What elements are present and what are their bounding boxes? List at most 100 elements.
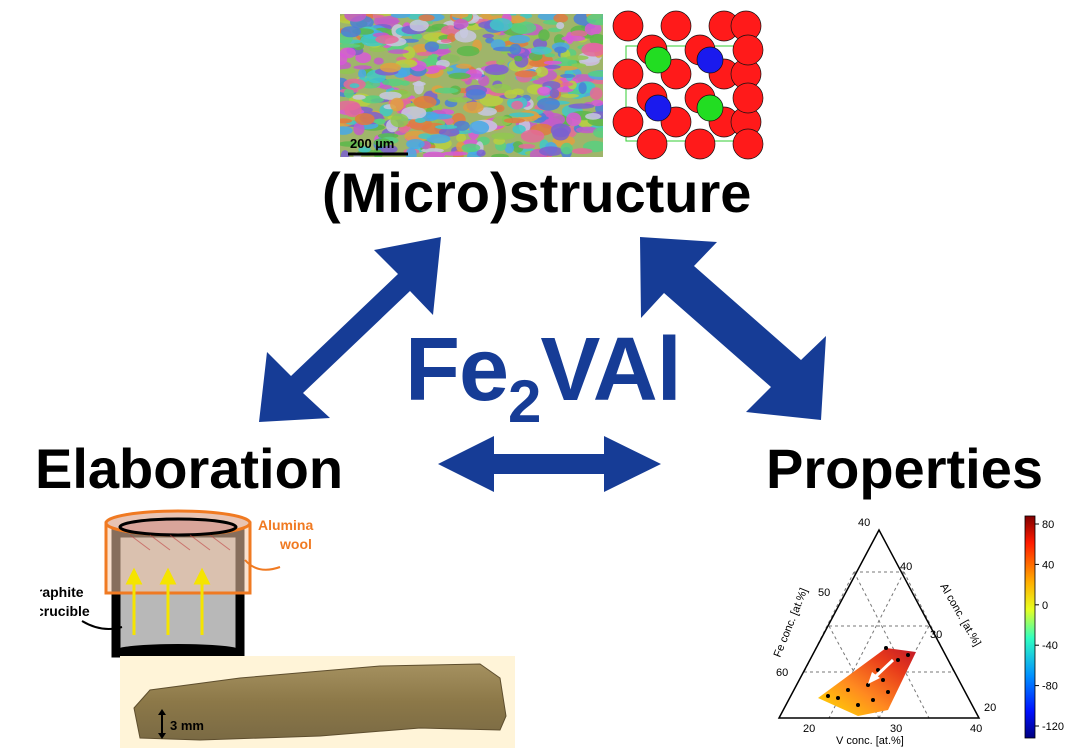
- heat-flow-arrows: [125, 567, 211, 635]
- grain: [537, 97, 560, 111]
- graphite-label-1: Graphite: [40, 584, 84, 600]
- grain: [340, 126, 353, 135]
- al-atom: [644, 46, 672, 74]
- grain: [545, 114, 554, 125]
- colorbar-tick-label: -40: [1042, 640, 1058, 652]
- grain: [493, 46, 517, 52]
- grain: [476, 149, 486, 157]
- grain: [593, 127, 603, 138]
- ebsd-micrograph: 200 µm: [340, 14, 603, 157]
- grain: [382, 78, 405, 87]
- grain: [349, 83, 360, 89]
- grain: [453, 18, 469, 29]
- grain: [504, 89, 518, 99]
- grain-map: [340, 14, 603, 157]
- grain: [513, 55, 523, 62]
- grain: [496, 59, 505, 65]
- grain: [584, 22, 602, 36]
- grain: [461, 143, 481, 153]
- grain: [510, 21, 537, 34]
- grain: [463, 101, 484, 114]
- fe-atom: [732, 82, 764, 114]
- v-atom: [696, 46, 724, 74]
- alumina-label-1: Alumina: [258, 517, 313, 533]
- grain: [424, 41, 439, 52]
- grain: [355, 52, 372, 64]
- grain: [398, 125, 410, 133]
- ternary-diagram: 40 50 60 40 30 20 20 30 40 Fe conc. [at.…: [772, 517, 997, 747]
- fe-atom: [684, 128, 716, 160]
- micrograph-scale-text: 200 µm: [350, 136, 394, 151]
- grain: [395, 59, 418, 68]
- v-tick-30: 30: [890, 723, 902, 735]
- grain: [380, 145, 398, 154]
- grain: [589, 87, 603, 100]
- grain: [372, 119, 385, 124]
- colorbar-tick-label: 80: [1042, 519, 1054, 531]
- grain: [560, 73, 576, 78]
- grain: [358, 146, 371, 153]
- grain: [571, 63, 587, 68]
- grain: [434, 87, 459, 94]
- alumina-label-2: wool: [279, 536, 312, 552]
- grain: [549, 88, 560, 99]
- grain: [422, 151, 445, 157]
- grain: [561, 82, 574, 87]
- grain: [478, 75, 490, 87]
- properties-title: Properties: [766, 437, 1043, 500]
- grain: [455, 63, 472, 69]
- grain: [416, 51, 433, 56]
- grain: [375, 35, 399, 44]
- grain: [490, 83, 512, 94]
- grain: [514, 70, 538, 78]
- colorbar-tick-label: -80: [1042, 681, 1058, 693]
- grain: [465, 89, 486, 100]
- ternary-heatmap: [818, 648, 916, 716]
- ternary-frame: [777, 528, 981, 719]
- grain: [491, 153, 509, 157]
- grain: [512, 124, 526, 134]
- fe-atom: [612, 10, 644, 42]
- grain: [568, 103, 595, 109]
- grain: [426, 113, 453, 120]
- grain: [344, 14, 367, 22]
- grain: [550, 123, 571, 138]
- grain: [402, 46, 416, 60]
- grain: [479, 93, 504, 107]
- grain: [352, 94, 366, 100]
- grain: [409, 19, 429, 32]
- grain: [560, 93, 579, 98]
- grain: [428, 65, 447, 71]
- grain: [413, 80, 424, 95]
- v-axis-label: V conc. [at.%]: [836, 735, 904, 747]
- colorbar-tick-label: 40: [1042, 559, 1054, 571]
- grain: [448, 72, 471, 80]
- grain: [554, 46, 567, 54]
- grain: [491, 132, 515, 140]
- fe-atom: [660, 10, 692, 42]
- formula-val: VAl: [540, 320, 681, 420]
- grain: [343, 88, 354, 99]
- grain: [520, 129, 545, 143]
- grain: [380, 62, 401, 73]
- grain: [379, 84, 392, 90]
- grain: [544, 64, 561, 69]
- grain: [390, 113, 409, 128]
- formula-subscript: 2: [508, 368, 541, 435]
- al-tick-30: 30: [930, 629, 942, 641]
- v-atom: [644, 94, 672, 122]
- grain: [340, 150, 350, 157]
- grain: [340, 100, 361, 111]
- grain: [340, 47, 356, 59]
- fe-axis-label: Fe conc. [at.%]: [772, 587, 811, 660]
- grain: [543, 60, 562, 65]
- ternary-apex-tick: 40: [858, 517, 870, 529]
- grain: [589, 33, 603, 46]
- crystal-structure: [612, 10, 764, 160]
- v-tick-40: 40: [970, 723, 982, 735]
- grain: [353, 122, 365, 136]
- grain: [535, 66, 549, 77]
- grain: [447, 97, 473, 103]
- grain: [418, 14, 435, 22]
